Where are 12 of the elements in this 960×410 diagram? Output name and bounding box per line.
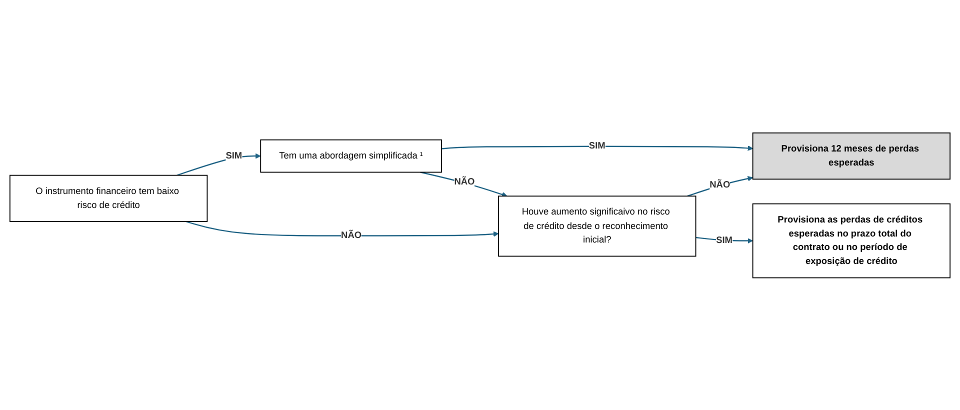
edge-label: SIM <box>716 234 733 246</box>
arrow <box>441 145 754 151</box>
edge-label: SIM <box>226 150 242 160</box>
arrow <box>186 220 499 236</box>
node-box: Tem uma abordagem simplificada ¹ <box>260 139 442 172</box>
edge-label: SIM <box>588 140 606 151</box>
arrow <box>420 171 508 197</box>
node-box: O instrumento financeiro tem baixo risco de crédito <box>9 174 208 222</box>
node-box: Provisiona 12 meses de perdas esperadas <box>752 132 951 180</box>
node-box: Provisiona as perdas de créditos esperadas no prazo total do contrato ou no período de exposição de crédito <box>752 203 951 278</box>
arrow <box>687 176 754 196</box>
node-box: Houve aumento significaivo no risco de crédito desde o reconhecimento inicial? <box>498 195 696 256</box>
